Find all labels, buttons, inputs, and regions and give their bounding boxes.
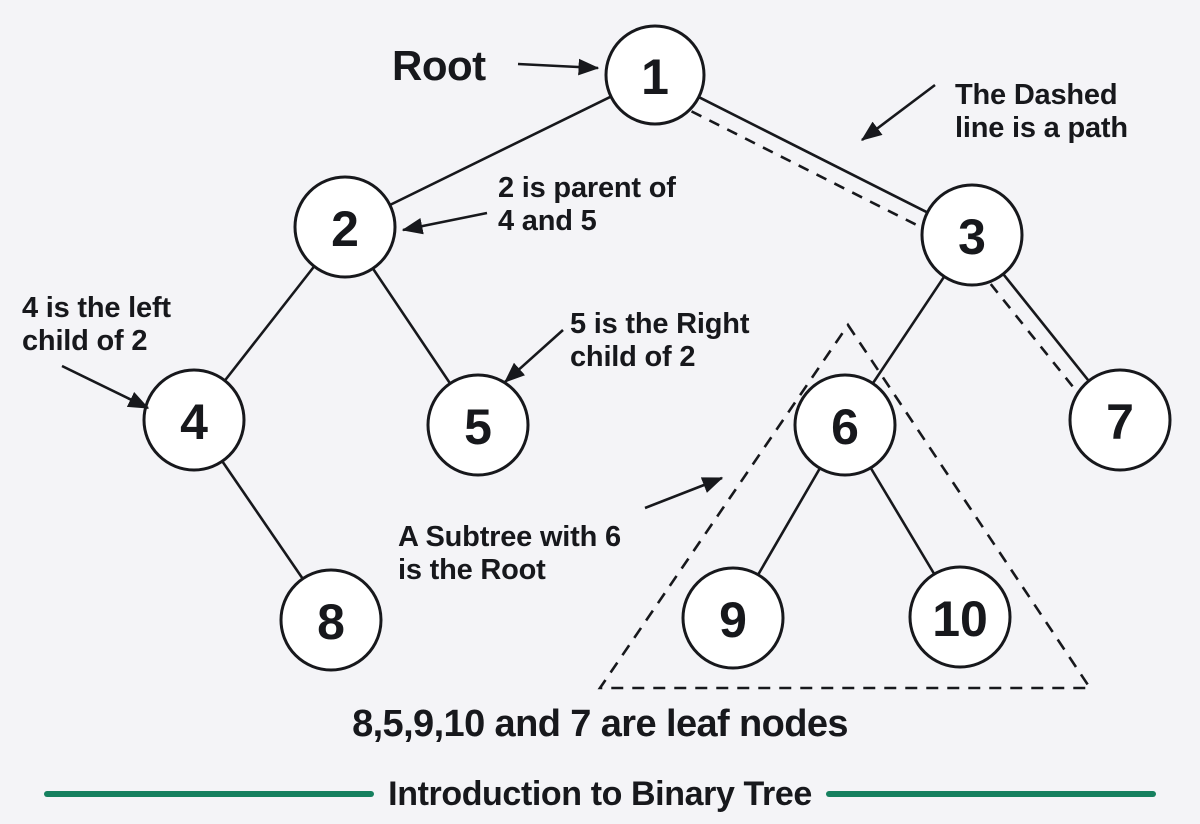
annotation-root: Root bbox=[392, 42, 486, 89]
node-circle-3[interactable] bbox=[920, 183, 1024, 287]
node-label-6: 6 bbox=[831, 399, 859, 455]
node-label-1: 1 bbox=[641, 49, 669, 105]
annotation-arrows bbox=[61, 58, 936, 510]
node-circle-6[interactable] bbox=[793, 373, 897, 477]
arrow-subtree-to-triangle bbox=[644, 476, 724, 510]
tree-node-3[interactable]: 3 bbox=[920, 183, 1024, 287]
node-circle-4[interactable] bbox=[142, 368, 246, 472]
node-circle-10[interactable] bbox=[908, 565, 1012, 669]
footer-rule-right bbox=[825, 791, 1156, 797]
node-circle-9[interactable] bbox=[681, 566, 785, 670]
dashed-path-overlay bbox=[690, 110, 1078, 392]
arrow-dashed-path-label bbox=[860, 83, 936, 142]
footer-rule-left bbox=[44, 791, 375, 797]
edge-4-8 bbox=[221, 460, 304, 580]
node-label-2: 2 bbox=[331, 201, 359, 257]
annotation-subtree: A Subtree with 6 is the Root bbox=[398, 521, 621, 586]
tree-node-5[interactable]: 5 bbox=[426, 373, 530, 477]
annotation-right-child: 5 is the Right child of 2 bbox=[570, 308, 750, 373]
arrow-parent-of-to-node2 bbox=[401, 211, 488, 235]
annotation-parent-of: 2 is parent of 4 and 5 bbox=[498, 172, 676, 237]
edge-1-2 bbox=[389, 95, 612, 207]
edge-2-5 bbox=[371, 267, 452, 385]
tree-node-7[interactable]: 7 bbox=[1068, 368, 1172, 472]
node-label-9: 9 bbox=[719, 592, 747, 648]
footer-bar: Introduction to Binary Tree bbox=[0, 770, 1200, 818]
annotation-left-child: 4 is the left child of 2 bbox=[22, 292, 171, 357]
edge-6-10 bbox=[869, 467, 936, 575]
tree-node-2[interactable]: 2 bbox=[293, 175, 397, 279]
node-label-10: 10 bbox=[932, 591, 988, 647]
edge-1-3 bbox=[698, 95, 928, 214]
edge-6-9 bbox=[756, 467, 822, 576]
edge-2-4 bbox=[223, 265, 316, 382]
arrow-root-to-node1 bbox=[517, 58, 600, 76]
node-circle-1[interactable] bbox=[604, 24, 706, 126]
tree-node-4[interactable]: 4 bbox=[142, 368, 246, 472]
node-circle-7[interactable] bbox=[1068, 368, 1172, 472]
node-label-8: 8 bbox=[317, 594, 345, 650]
annotation-dashed-path: The Dashed line is a path bbox=[955, 79, 1128, 144]
node-label-7: 7 bbox=[1106, 394, 1134, 450]
subtree-triangle-outline bbox=[597, 322, 1093, 690]
node-label-4: 4 bbox=[180, 394, 208, 450]
node-label-5: 5 bbox=[464, 399, 492, 455]
tree-edges bbox=[221, 95, 1090, 580]
edge-3-6 bbox=[871, 275, 946, 385]
dashed-path-1-3 bbox=[690, 110, 921, 228]
node-label-3: 3 bbox=[958, 209, 986, 265]
node-circle-5[interactable] bbox=[426, 373, 530, 477]
caption-leaf-nodes: 8,5,9,10 and 7 are leaf nodes bbox=[352, 703, 848, 745]
tree-node-10[interactable]: 10 bbox=[908, 565, 1012, 669]
node-circle-2[interactable] bbox=[293, 175, 397, 279]
tree-nodes: 1 2 3 4 5 6 7 8 9 10 bbox=[142, 24, 1172, 672]
tree-node-8[interactable]: 8 bbox=[279, 568, 383, 672]
dashed-path-3-7 bbox=[989, 283, 1078, 392]
node-circle-8[interactable] bbox=[279, 568, 383, 672]
tree-node-9[interactable]: 9 bbox=[681, 566, 785, 670]
tree-node-6[interactable]: 6 bbox=[793, 373, 897, 477]
footer-title: Introduction to Binary Tree bbox=[388, 774, 812, 813]
arrow-right-child-to-node5 bbox=[504, 329, 564, 383]
edge-3-7 bbox=[1002, 273, 1090, 382]
tree-node-1[interactable]: 1 bbox=[604, 24, 706, 126]
arrow-left-child-to-node4 bbox=[61, 364, 150, 410]
